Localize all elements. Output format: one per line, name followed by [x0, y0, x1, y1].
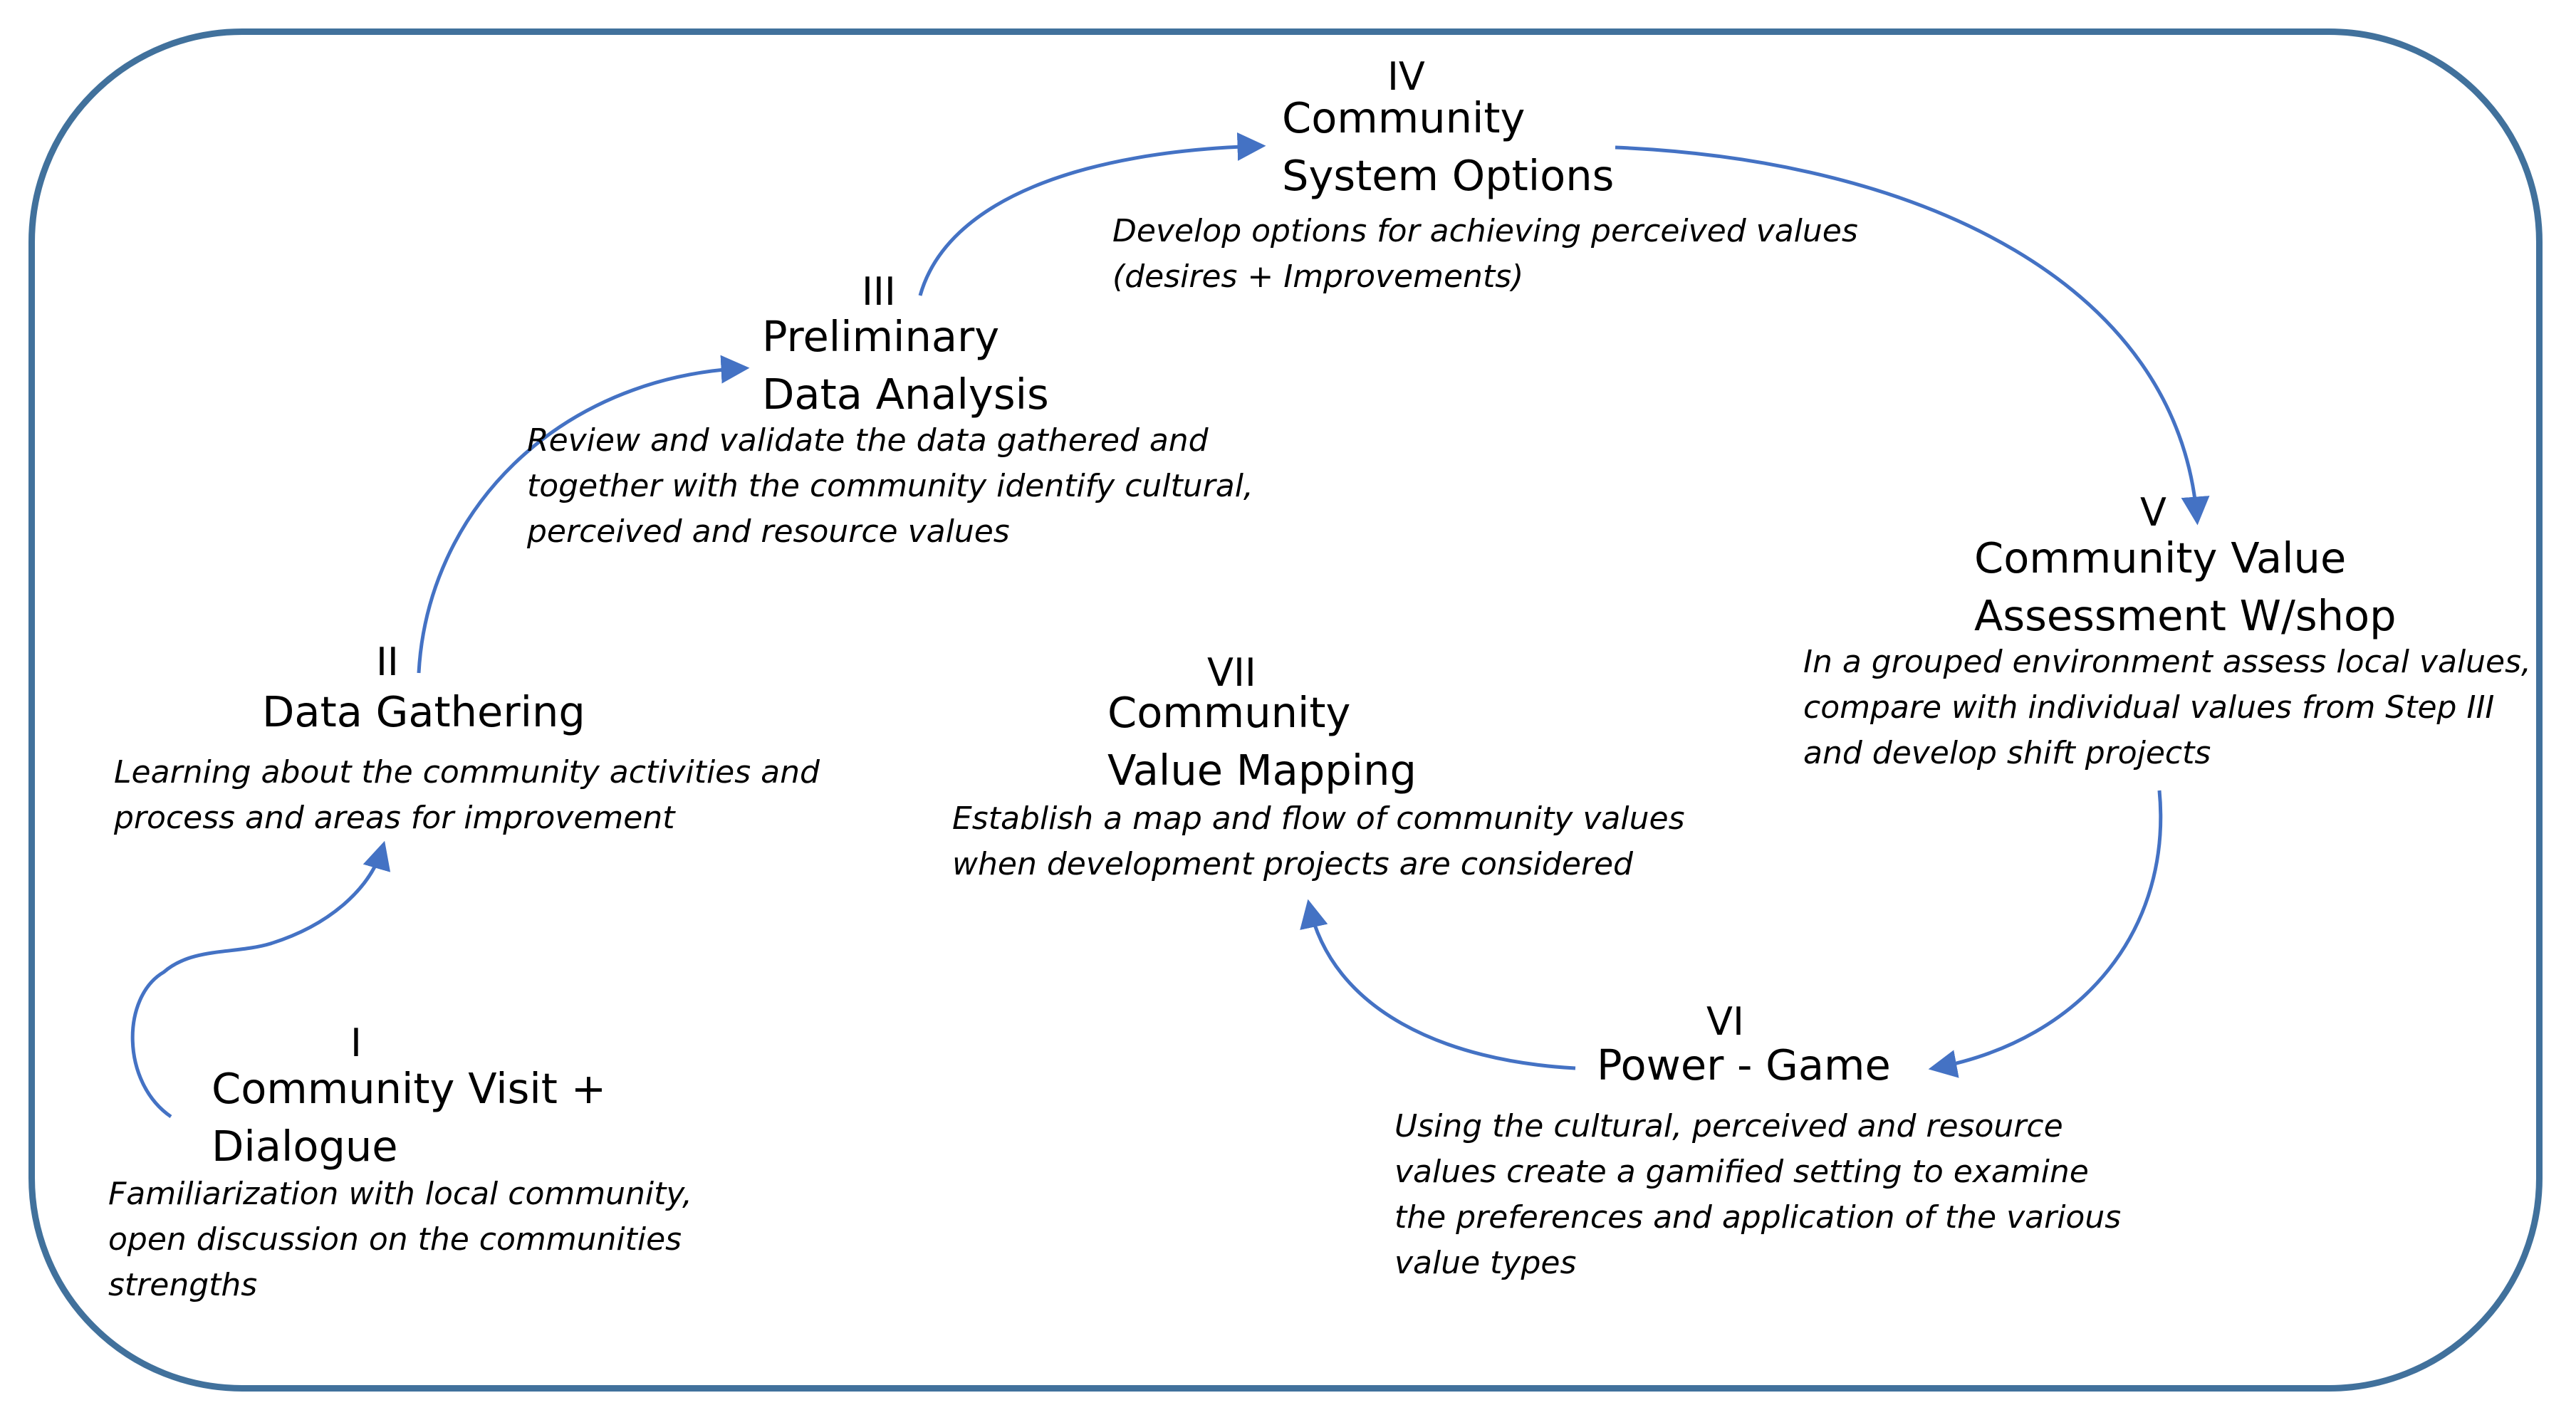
- step-ii-title-line: Data Gathering: [262, 687, 585, 736]
- step-iii-desc-line: together with the community identify cul…: [527, 468, 1253, 504]
- step-ii-numeral: II: [376, 640, 399, 684]
- step-i-description: Familiarization with local community, op…: [108, 1171, 692, 1308]
- outer-frame: [28, 28, 2543, 1392]
- step-v-title-line: Assessment W/shop: [1974, 591, 2397, 640]
- step-v-title: Community Value Assessment W/shop: [1974, 529, 2397, 644]
- step-vi-description: Using the cultural, perceived and resour…: [1394, 1104, 2121, 1286]
- step-vii-description: Establish a map and flow of community va…: [952, 796, 1685, 887]
- step-v-numeral: V: [2140, 490, 2166, 535]
- step-vii-desc-line: Establish a map and flow of community va…: [952, 800, 1685, 837]
- step-v-desc-line: In a grouped environment assess local va…: [1803, 644, 2532, 680]
- arrow-i-to-ii: [130, 840, 391, 1119]
- step-vii-title-line: Community: [1107, 688, 1351, 737]
- step-ii-description: Learning about the community activities …: [114, 750, 820, 841]
- step-iii-title-line: Data Analysis: [762, 370, 1049, 419]
- arrow-iii-to-iv: [918, 132, 1266, 296]
- step-iv-desc-line: (desires + Improvements): [1112, 259, 1524, 295]
- step-i-title: Community Visit + Dialogue: [212, 1060, 606, 1175]
- arrow-iv-to-v: [1615, 145, 2210, 526]
- step-iv-desc-line: Develop options for achieving perceived …: [1112, 213, 1858, 249]
- step-vii-title-line: Value Mapping: [1107, 746, 1417, 795]
- step-i-numeral: I: [350, 1021, 362, 1065]
- step-ii-desc-line: Learning about the community activities …: [114, 754, 820, 790]
- step-iii-desc-line: perceived and resource values: [527, 513, 1010, 550]
- step-iv-title-line: System Options: [1282, 151, 1615, 200]
- step-i-desc-line: open discussion on the communities: [108, 1221, 682, 1258]
- step-vi-numeral: VI: [1706, 999, 1744, 1044]
- step-iii-title-line: Preliminary: [762, 312, 1000, 361]
- step-iii-description: Review and validate the data gathered an…: [527, 418, 1253, 555]
- step-i-desc-line: Familiarization with local community,: [108, 1176, 692, 1212]
- step-ii-desc-line: process and areas for improvement: [114, 800, 675, 836]
- step-ii-title: Data Gathering: [262, 683, 585, 741]
- step-v-desc-line: and develop shift projects: [1803, 735, 2211, 771]
- step-vi-desc-line: values create a gamified setting to exam…: [1394, 1154, 2089, 1190]
- step-iv-numeral: IV: [1387, 54, 1425, 99]
- step-vi-desc-line: Using the cultural, perceived and resour…: [1394, 1108, 2063, 1144]
- step-v-title-line: Community Value: [1974, 533, 2347, 583]
- step-vii-numeral: VII: [1207, 650, 1256, 695]
- step-vii-desc-line: when development projects are considered: [952, 846, 1633, 882]
- step-iv-title: Community System Options: [1282, 89, 1614, 204]
- step-iii-desc-line: Review and validate the data gathered an…: [527, 422, 1209, 459]
- step-vi-desc-line: the preferences and application of the v…: [1394, 1199, 2122, 1236]
- step-vii-title: Community Value Mapping: [1107, 684, 1417, 799]
- arrow-ii-to-iii: [417, 355, 750, 674]
- step-iii-numeral: III: [862, 269, 896, 314]
- step-vi-desc-line: value types: [1394, 1245, 1577, 1281]
- step-vi-title: Power - Game: [1597, 1036, 1891, 1094]
- step-i-title-line: Community Visit +: [212, 1064, 607, 1113]
- arrow-vi-to-vii: [1300, 899, 1576, 1070]
- step-i-desc-line: strengths: [108, 1267, 258, 1303]
- step-iii-title: Preliminary Data Analysis: [762, 308, 1049, 423]
- step-i-title-line: Dialogue: [212, 1122, 398, 1171]
- step-iv-description: Develop options for achieving perceived …: [1112, 209, 1858, 300]
- step-v-desc-line: compare with individual values from Step…: [1803, 689, 2495, 726]
- step-iv-title-line: Community: [1282, 93, 1526, 142]
- step-vi-title-line: Power - Game: [1597, 1040, 1891, 1090]
- step-v-description: In a grouped environment assess local va…: [1803, 640, 2531, 776]
- arrow-v-to-vi: [1928, 790, 2163, 1078]
